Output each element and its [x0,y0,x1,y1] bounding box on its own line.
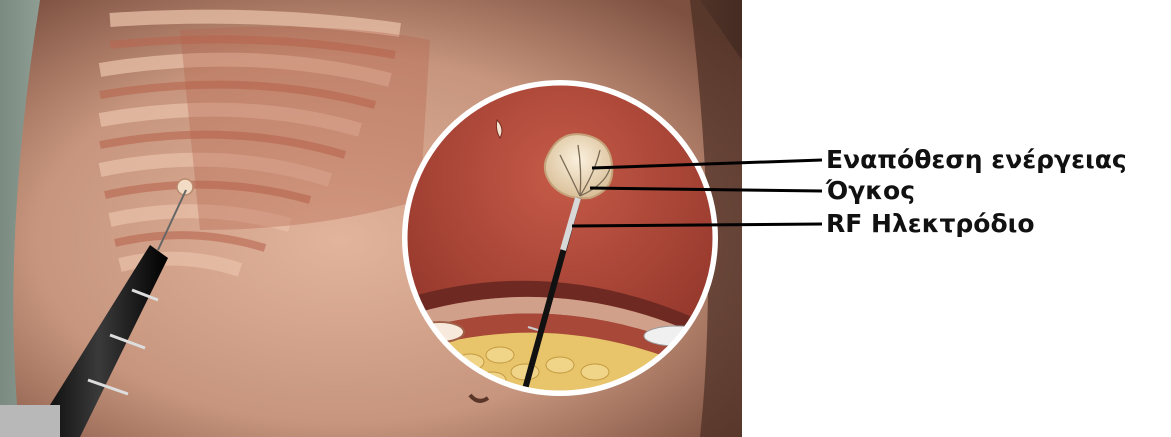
label-energy-deposition: Εναπόθεση ενέργειας [826,145,1127,175]
label-rf-electrode: RF Ηλεκτρόδιο [826,209,1035,239]
leader-line-electrode [572,224,822,226]
label-tumor: Όγκος [826,176,915,206]
